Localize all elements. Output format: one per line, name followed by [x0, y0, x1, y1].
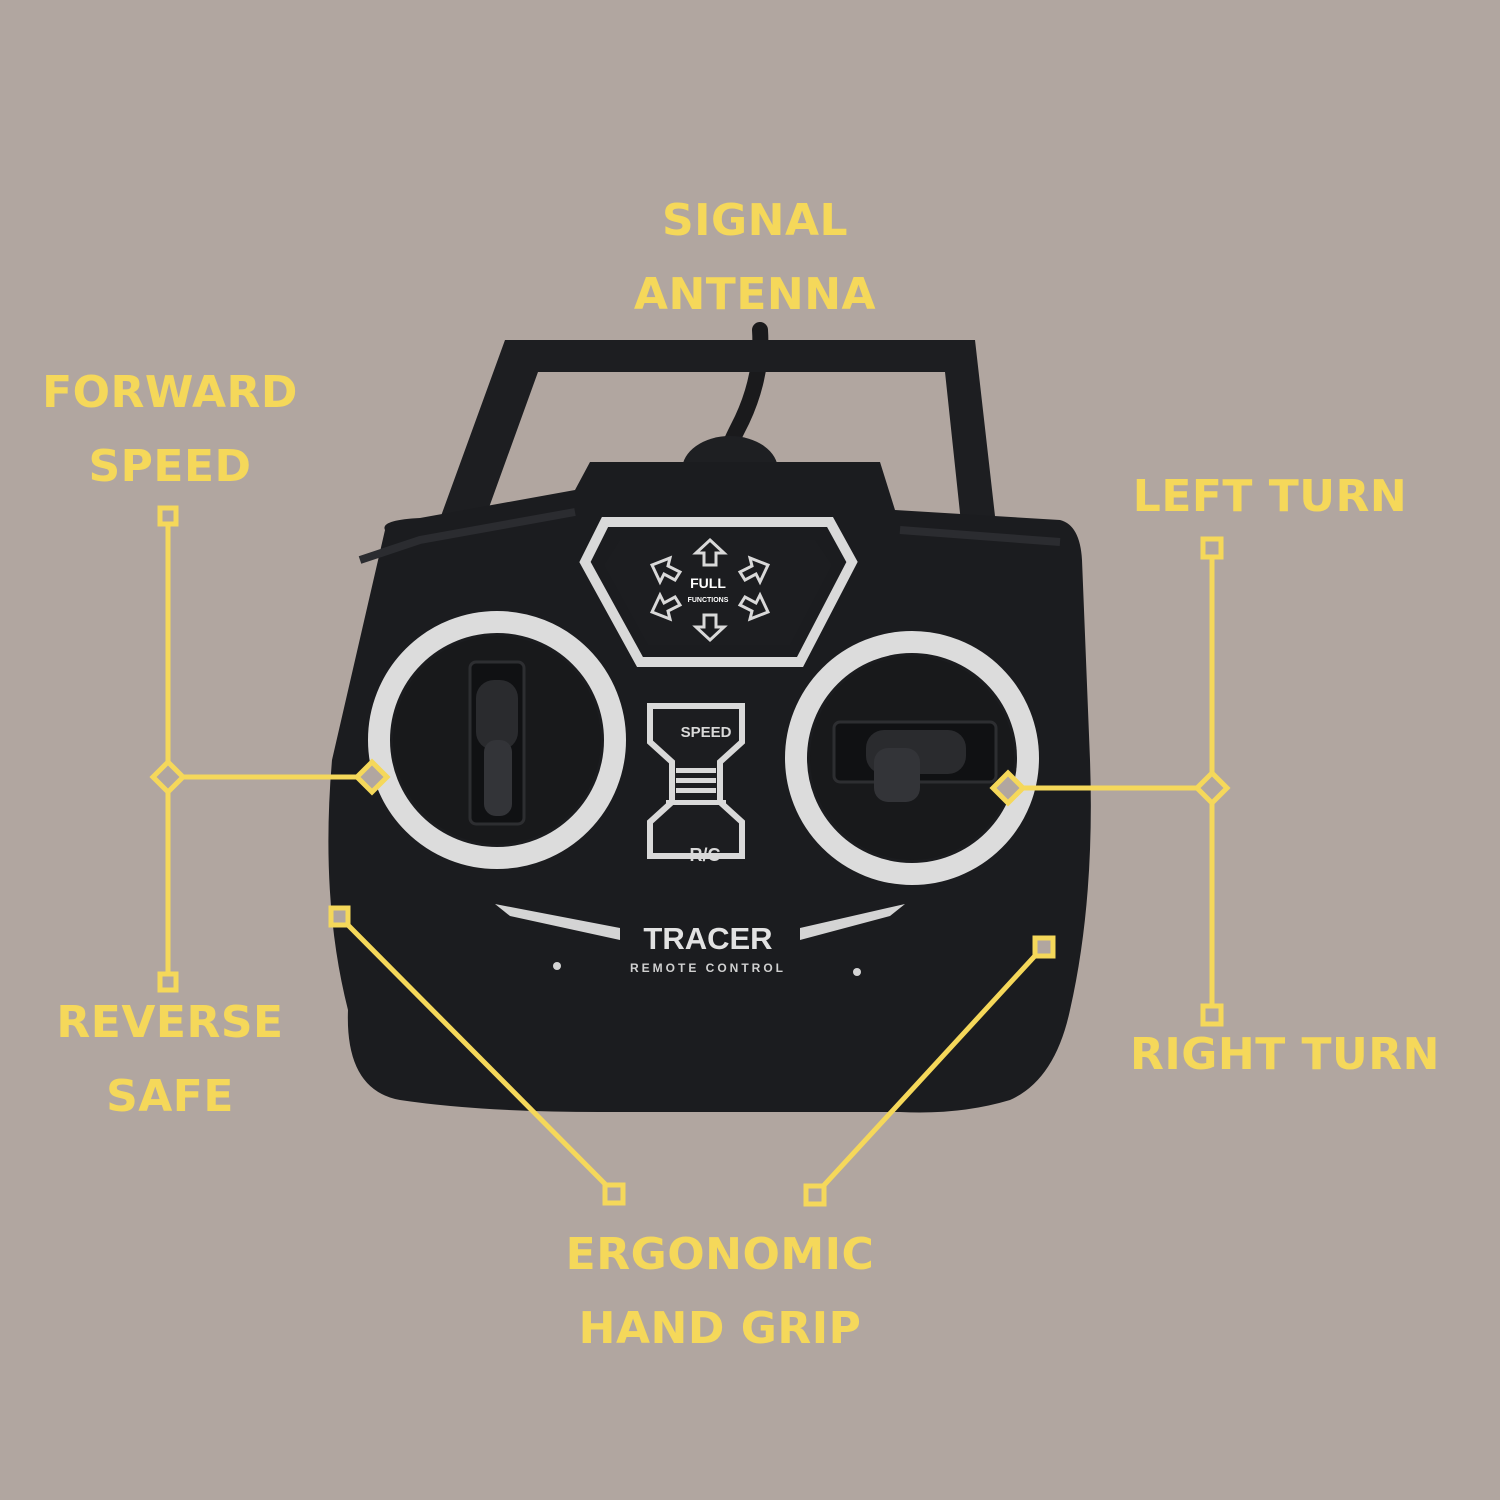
label-reverse-safe: REVERSE SAFE — [20, 986, 320, 1134]
label-line: HAND GRIP — [578, 1303, 862, 1354]
label-line: SAFE — [106, 1071, 234, 1122]
direction-panel — [579, 517, 858, 667]
label-line: REVERSE — [56, 997, 284, 1048]
label-line: ANTENNA — [633, 269, 877, 320]
label-line: LEFT TURN — [1132, 471, 1408, 522]
panel-text-line1: FULL — [690, 575, 726, 591]
label-line: FORWARD — [42, 367, 298, 418]
forward-reverse-stick[interactable] — [368, 611, 626, 869]
label-signal-antenna: SIGNAL ANTENNA — [560, 184, 950, 332]
label-left-turn: LEFT TURN — [1100, 460, 1440, 534]
label-line: SPEED — [88, 441, 252, 492]
label-forward-speed: FORWARD SPEED — [10, 356, 330, 504]
brand-subtitle: REMOTE CONTROL — [630, 961, 786, 975]
steering-stick[interactable] — [785, 631, 1039, 885]
label-line: RIGHT TURN — [1130, 1029, 1440, 1080]
callout-markers — [149, 505, 1231, 1207]
label-line: SIGNAL — [661, 195, 849, 246]
brand-plate — [495, 904, 905, 976]
speed-panel — [647, 703, 745, 859]
label-line: ERGONOMIC — [565, 1229, 875, 1280]
carry-handle — [425, 340, 1000, 560]
panel-text-line2: FUNCTIONS — [688, 597, 729, 604]
rc-label: R/C — [690, 845, 721, 865]
speed-label: SPEED — [681, 724, 732, 741]
label-right-turn: RIGHT TURN — [1110, 1018, 1460, 1092]
label-hand-grip: ERGONOMIC HAND GRIP — [520, 1218, 920, 1366]
brand-name: TRACER — [643, 921, 772, 956]
